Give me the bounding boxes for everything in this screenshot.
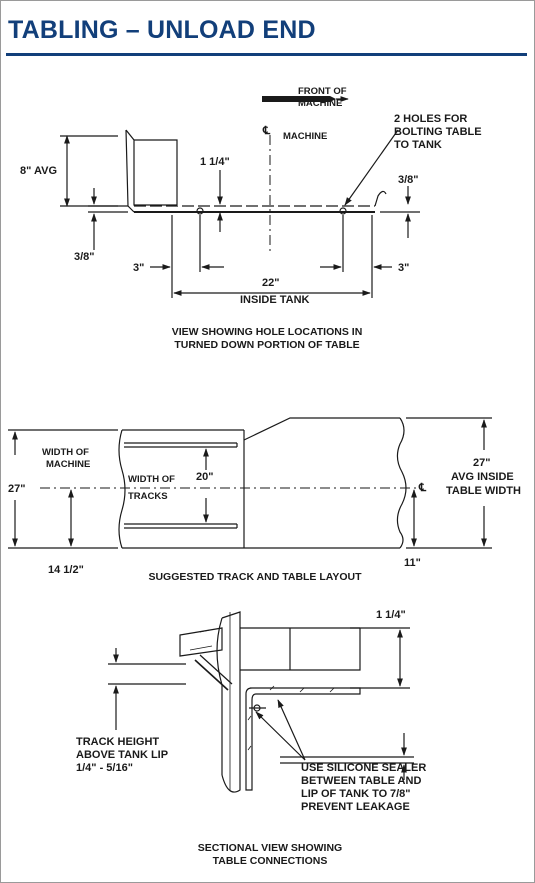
figure-sectional-view-text: 1 1/4" 7/8" TRACK HEIGHT ABOVE TANK LIP …	[76, 609, 426, 867]
front-label-line2: MACHINE	[298, 98, 342, 109]
bolt-hole-right-icon	[339, 207, 347, 215]
page-title: TABLING – UNLOAD END	[8, 16, 316, 44]
front-arrow-icon	[262, 96, 336, 102]
table-width-label-line1: AVG INSIDE	[451, 471, 514, 483]
centerline-symbol: ℄	[262, 125, 271, 137]
right-gap-dim: 3/8"	[398, 174, 419, 186]
machine-width-line2: MACHINE	[46, 459, 90, 470]
holes-note-line2: BOLTING TABLE	[394, 126, 482, 138]
figure1-caption-line1: VIEW SHOWING HOLE LOCATIONS IN	[172, 326, 363, 338]
figure-sectional-view	[108, 611, 414, 793]
table-width-dim: 27"	[473, 457, 490, 469]
figure-hole-locations-text: FRONT OF MACHINE ℄ MACHINE 2 HOLES FOR B…	[20, 86, 482, 351]
avg-height-dim: 8" AVG	[20, 165, 57, 177]
figure-track-layout-text: WIDTH OF MACHINE WIDTH OF TRACKS 20" 27"…	[8, 447, 521, 583]
track-height-line1: TRACK HEIGHT	[76, 736, 159, 748]
front-label-line1: FRONT OF	[298, 86, 347, 97]
right-offset-dim: 3"	[398, 262, 409, 274]
left-gap-dim: 3/8"	[74, 251, 95, 263]
figure-track-layout	[8, 417, 492, 549]
title-rule	[6, 53, 527, 56]
top-gap-dim: 1 1/4"	[376, 609, 406, 621]
left-offset-dim: 3"	[133, 262, 144, 274]
inside-width-label: INSIDE TANK	[240, 294, 310, 306]
track-width-dim: 20"	[196, 471, 213, 483]
figure-hole-locations	[60, 96, 420, 298]
sealer-note-line1: USE SILICONE SEALER	[301, 762, 426, 774]
figure2-caption: SUGGESTED TRACK AND TABLE LAYOUT	[148, 571, 362, 583]
tracks-width-line1: WIDTH OF	[128, 474, 175, 485]
track-height-line2: ABOVE TANK LIP	[76, 749, 168, 761]
upper-gap-dim: 1 1/4"	[200, 156, 230, 168]
overall-width-dim: 27"	[8, 483, 25, 495]
table-width-label-line2: TABLE WIDTH	[446, 485, 521, 497]
lower-gap-dim: 7/8"	[390, 788, 411, 800]
track-height-line3: 1/4" - 5/16"	[76, 762, 133, 774]
centerline-symbol-2: ℄	[418, 482, 427, 494]
machine-width-line1: WIDTH OF	[42, 447, 89, 458]
figure3-caption-line2: TABLE CONNECTIONS	[213, 855, 328, 867]
figure3-caption-line1: SECTIONAL VIEW SHOWING	[198, 842, 342, 854]
sealer-note-line4: PREVENT LEAKAGE	[301, 801, 410, 813]
right-offset-dim-2: 11"	[404, 557, 421, 569]
centerline-label: MACHINE	[283, 131, 327, 142]
figure1-caption-line2: TURNED DOWN PORTION OF TABLE	[174, 339, 359, 351]
sealer-note-line2: BETWEEN TABLE AND	[301, 775, 421, 787]
half-width-dim: 14 1/2"	[48, 564, 84, 576]
sealer-note-line3: LIP OF TANK TO	[301, 788, 388, 800]
bolt-hole-left-icon	[196, 207, 204, 215]
holes-note-line1: 2 HOLES FOR	[394, 113, 467, 125]
tracks-width-line2: TRACKS	[128, 491, 168, 502]
holes-note-line3: TO TANK	[394, 139, 442, 151]
inside-width-dim: 22"	[262, 277, 279, 289]
